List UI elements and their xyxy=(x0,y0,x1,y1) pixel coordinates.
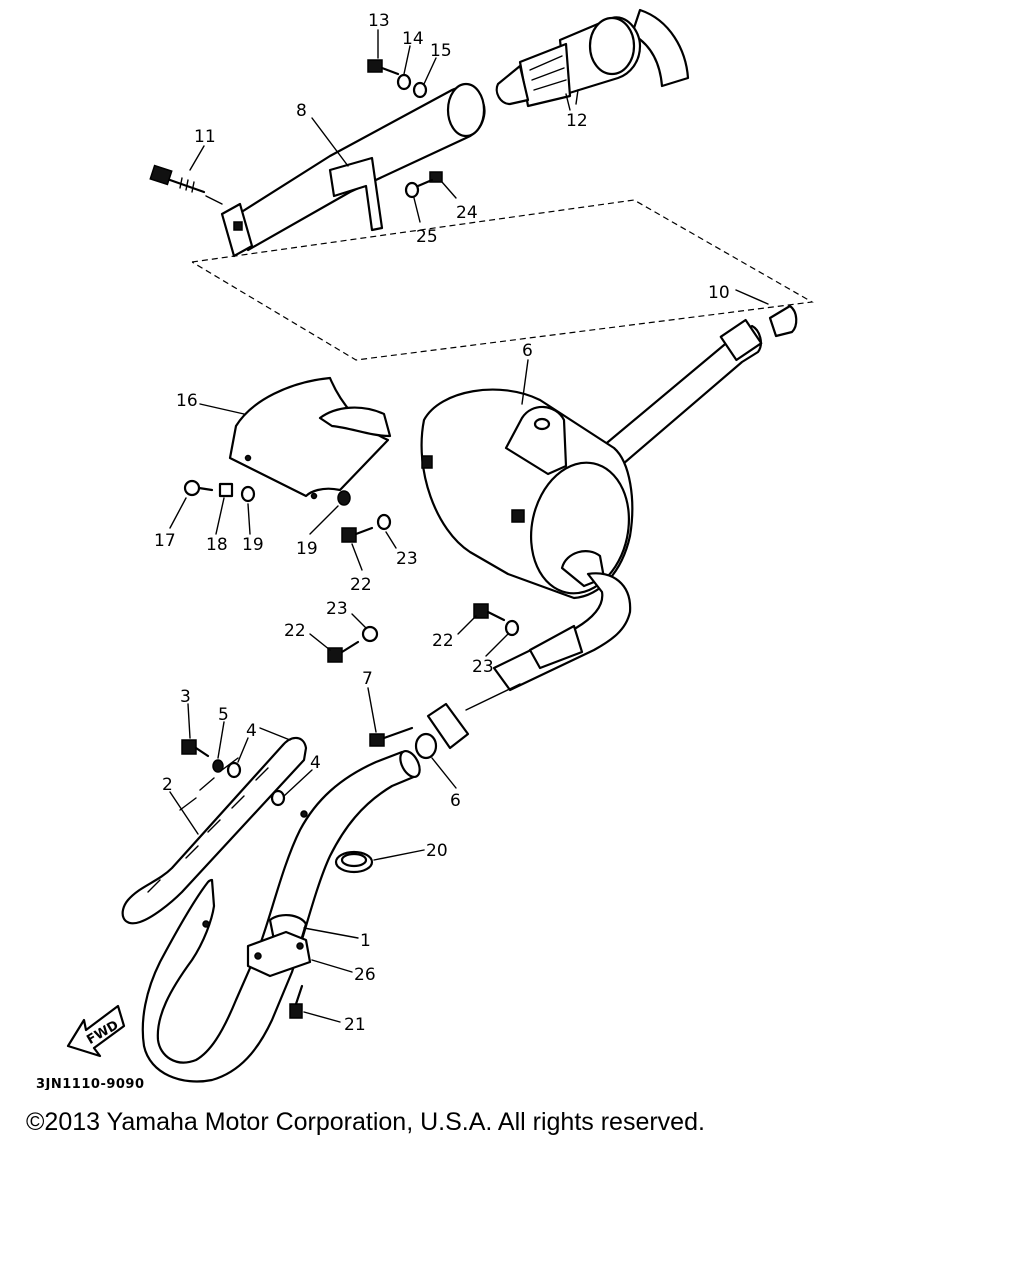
gasket-7 xyxy=(414,732,438,760)
callout-9: 8 xyxy=(296,101,307,121)
washer-19b xyxy=(337,490,351,506)
washer-15 xyxy=(412,81,428,99)
exhaust-pipe-1 xyxy=(141,749,421,1083)
stud-bolt-21 xyxy=(289,984,304,1019)
assembly-dashed-box xyxy=(191,199,814,361)
bolt-22b xyxy=(327,640,360,663)
callout-19b: 19 xyxy=(296,539,318,559)
callout-7: 6 xyxy=(450,791,461,811)
callout-21: 21 xyxy=(344,1015,366,1035)
callout-10: 10 xyxy=(708,283,730,303)
collar-18 xyxy=(218,482,234,498)
callout-17: 17 xyxy=(154,531,176,551)
bolt-3 xyxy=(181,739,210,758)
callout-12: 12 xyxy=(566,111,588,131)
pipe-clamp xyxy=(426,702,470,750)
washer-5 xyxy=(212,759,224,773)
callout-22a: 22 xyxy=(350,575,372,595)
callout-5: 5 xyxy=(218,705,229,725)
callout-13: 13 xyxy=(368,11,390,31)
callout-8: 7 xyxy=(362,669,373,689)
callout-25: 25 xyxy=(416,227,438,247)
callout-2: 2 xyxy=(162,775,173,795)
exhaust-gasket-20 xyxy=(334,850,374,874)
bolt-24 xyxy=(416,171,443,188)
washer-25 xyxy=(404,181,420,199)
tail-pipe-end-cap xyxy=(495,8,690,108)
spark-arrester-pipe xyxy=(220,82,486,258)
bolt-22a xyxy=(341,526,374,543)
nut-4b xyxy=(270,789,286,807)
callout-leader-lines xyxy=(169,29,769,1023)
callout-24: 24 xyxy=(456,203,478,223)
callout-23a: 23 xyxy=(396,549,418,569)
callout-6: 6 xyxy=(522,341,533,361)
heat-shield-16 xyxy=(228,376,392,500)
washer-23a xyxy=(376,513,392,531)
callout-16: 16 xyxy=(176,391,198,411)
callout-22c: 22 xyxy=(432,631,454,651)
bolt-13 xyxy=(367,59,400,76)
muffler-6 xyxy=(420,318,763,711)
bolt-22c xyxy=(473,603,506,622)
callout-23b: 23 xyxy=(326,599,348,619)
callout-4a: 4 xyxy=(246,721,257,741)
callout-4b: 4 xyxy=(310,753,321,773)
drawing-number: 3JN1110-9090 xyxy=(36,1077,145,1090)
callout-22b: 22 xyxy=(284,621,306,641)
nut-4a xyxy=(226,761,242,779)
bolt-17 xyxy=(183,479,214,497)
callout-18: 18 xyxy=(206,535,228,555)
callout-14: 14 xyxy=(402,29,424,49)
callout-26: 26 xyxy=(354,965,376,985)
clamp-bolt-8 xyxy=(369,726,414,747)
callout-1: 1 xyxy=(360,931,371,951)
callout-19a: 19 xyxy=(242,535,264,555)
copyright-notice: ©2013 Yamaha Motor Corporation, U.S.A. A… xyxy=(26,1108,705,1136)
callout-11: 11 xyxy=(194,127,216,147)
protector-guard-2 xyxy=(121,727,308,925)
exhaust-parts-diagram: FWD 13 14 xyxy=(36,8,814,1090)
callout-15: 15 xyxy=(430,41,452,61)
callout-23c: 23 xyxy=(472,657,494,677)
callout-3: 3 xyxy=(180,687,191,707)
washer-14 xyxy=(396,73,412,91)
washer-19a xyxy=(240,485,256,503)
callout-20: 20 xyxy=(426,841,448,861)
washer-23c xyxy=(504,619,520,637)
bolt-11 xyxy=(149,164,223,205)
washer-23b xyxy=(361,625,379,643)
callout-labels: 13 14 15 8 11 12 24 25 10 6 16 17 18 19 … xyxy=(154,11,730,1035)
gasket-10 xyxy=(768,304,798,338)
fwd-direction-arrow: FWD xyxy=(66,1004,126,1058)
